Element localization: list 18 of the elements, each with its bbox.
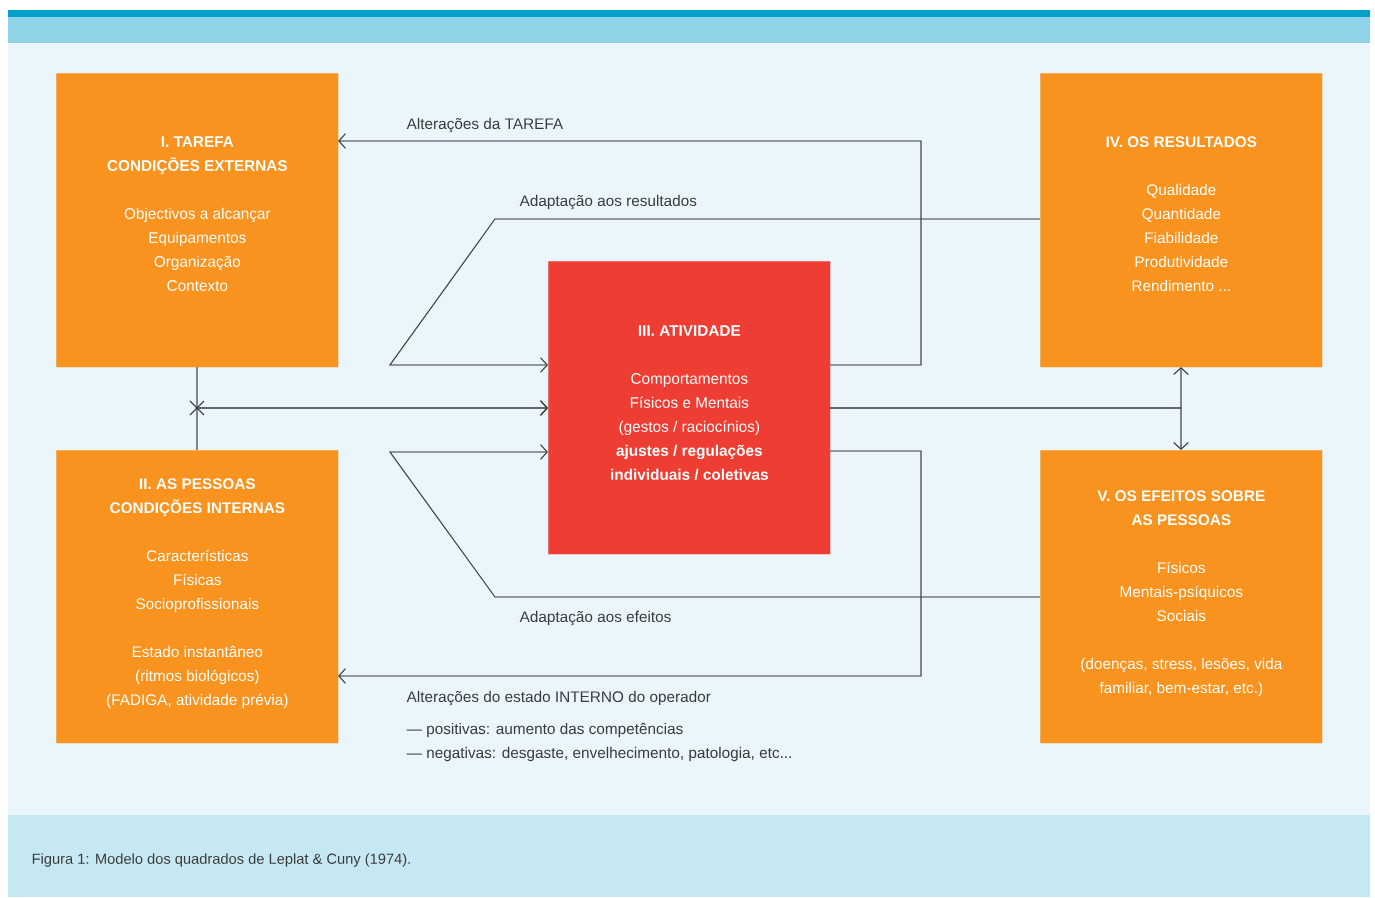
caption: Figura 1: Modelo dos quadrados de Leplat & Cuny (1974).: [32, 853, 410, 867]
edge-label: Adaptação aos resultados: [519, 194, 697, 210]
arrow: [338, 450, 922, 684]
arrow: [196, 400, 548, 451]
edge-label: Alterações da TAREFA: [406, 117, 564, 133]
note-text: — positivas: aumento das competências: [406, 722, 683, 738]
arrow: [388, 218, 1041, 373]
category-box: IV. OS RESULTADOS Qualidade Quantidade Fiabilidade Produtividade Rendimento ...: [1040, 73, 1323, 368]
category-box: I. TAREFA CONDIÇÕES EXTERNAS Objectivos a alcançar Equipamentos Organização Contexto: [56, 73, 339, 368]
arrow: [388, 444, 1041, 598]
edge-label: Adaptação aos efeitos: [519, 610, 671, 626]
activity-box: III. ATIVIDADE Comportamentos Físicos e Mentais (gestos / raciocínios) ajustes / regulações individuais / coletivas: [548, 261, 831, 555]
category-box: V. OS EFEITOS SOBRE AS PESSOAS Físicos Mentais-psíquicos Sociais (doenças, stress, lesões, vida familiar, bem-estar, etc.): [1040, 450, 1323, 744]
arrow: [338, 133, 922, 366]
edge-label: Alterações do estado INTERNO do operador: [406, 690, 711, 706]
category-box: II. AS PESSOAS CONDIÇÕES INTERNAS Características Físicas Socioprofissionais Estado instantâneo (ritmos biológicos) (FADIGA, atividade prévia): [56, 450, 339, 744]
note-text: — negativas: desgaste, envelhecimento, patologia, etc...: [406, 746, 791, 762]
arrow: [829, 407, 1189, 450]
